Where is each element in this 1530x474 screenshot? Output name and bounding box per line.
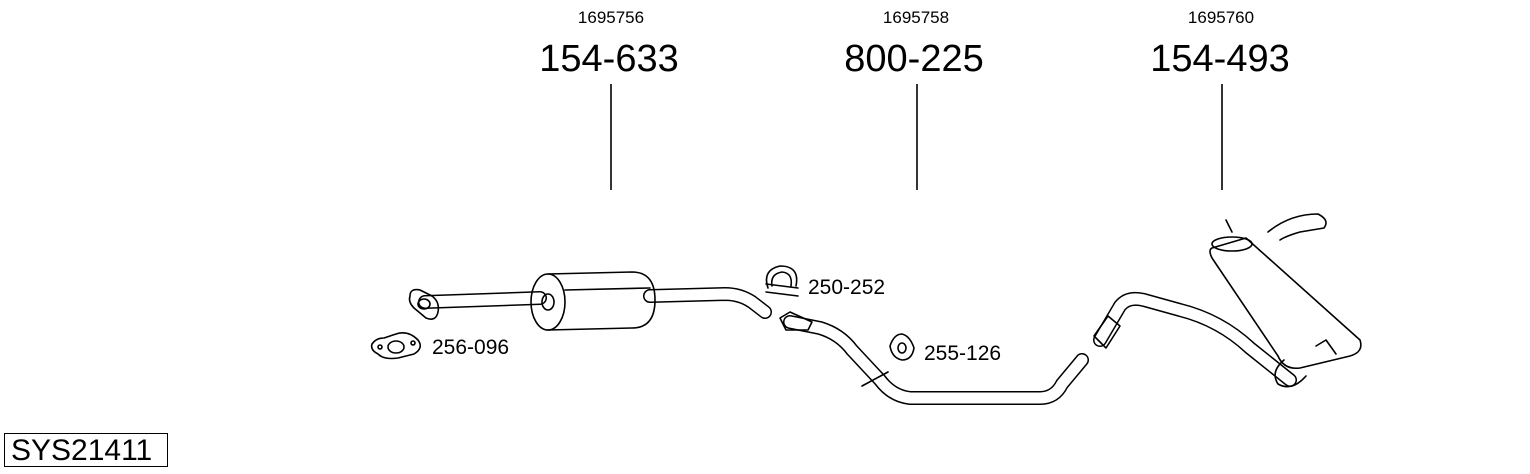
part-ref: 1695756 [577,8,645,27]
front-muffler-154-633 [408,271,772,331]
intermediate-pipe-800-225 [779,311,1089,405]
accessory-label: 256-096 [432,336,510,359]
clamp-250-252 [765,265,799,297]
rubber-mount-255-126 [889,333,915,361]
part-number: 154-633 [539,38,679,80]
part-ref: 1695760 [1187,8,1255,27]
part-ref: 1695758 [882,8,950,27]
system-code-box: SYS21411 [4,433,168,467]
accessory-label: 255-126 [924,342,1002,365]
gasket-256-096 [370,332,422,360]
part-number: 800-225 [844,38,984,80]
part-number: 154-493 [1150,38,1290,80]
accessory-label: 250-252 [808,276,886,299]
rear-muffler-154-493 [1093,213,1362,388]
